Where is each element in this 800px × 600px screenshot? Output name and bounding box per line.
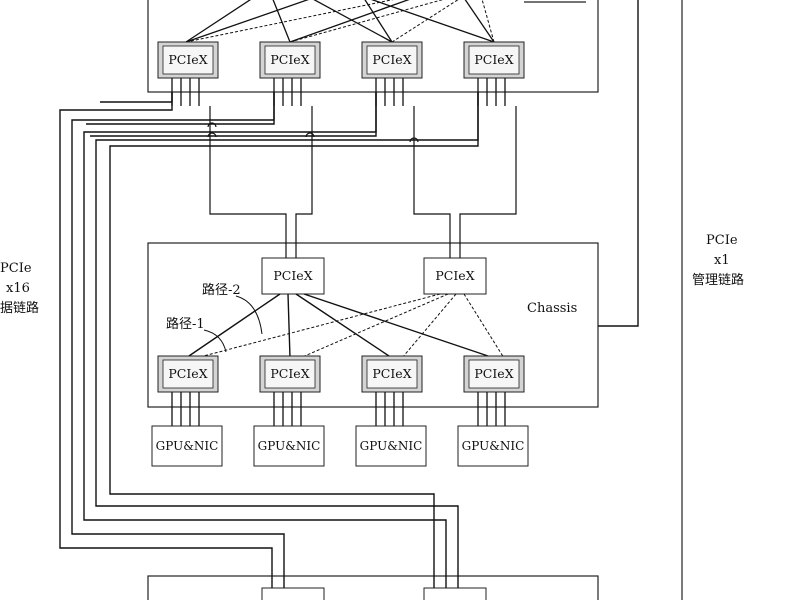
top-mesh-dashed-links (185, 0, 495, 43)
top-switch-2: PCIeX (259, 41, 321, 79)
x1-management-link (598, 0, 639, 327)
middle-switch-1: PCIeX (157, 355, 219, 393)
path-2-label: 路径-2 (202, 282, 241, 298)
top-chassis (147, 0, 599, 93)
left-link-line3: 据链路 (0, 300, 39, 316)
right-link-line3: 管理链路 (692, 272, 744, 288)
switch-label: PCIeX (270, 52, 309, 67)
device-label: GPU&NIC (360, 439, 423, 453)
middle-switch-4: PCIeX (463, 355, 525, 393)
right-link-line1: PCIe (706, 233, 738, 248)
middle-switch-a: PCIeX (261, 257, 325, 295)
path-1-label: 路径-1 (166, 316, 205, 332)
left-link-line2: x16 (6, 281, 30, 296)
uplink-to-middle-switches (209, 106, 517, 260)
middle-mesh-dashed (195, 293, 505, 359)
right-link-line2: x1 (714, 253, 730, 268)
switch-label: PCIeX (474, 52, 513, 67)
switch-label: PCIeX (435, 268, 474, 283)
left-link-line1: PCIe (0, 261, 32, 276)
left-link-label: PCIe x16 据链路 (0, 261, 39, 316)
middle-chassis (147, 242, 599, 408)
device-label: GPU&NIC (156, 439, 219, 453)
switch-label: PCIeX (372, 366, 411, 381)
right-link-label: PCIe x1 管理链路 (692, 233, 744, 288)
switch-label: PCIeX (168, 52, 207, 67)
device-lane-stubs (171, 392, 506, 426)
device-label: GPU&NIC (462, 439, 525, 453)
switch-label: PCIeX (168, 366, 207, 381)
top-switch-4: PCIeX (463, 41, 525, 79)
bottom-switch-b (423, 587, 487, 600)
middle-switch-3: PCIeX (361, 355, 423, 393)
top-switch-1: PCIeX (157, 41, 219, 79)
device-label: GPU&NIC (258, 439, 321, 453)
switch-label: PCIeX (273, 268, 312, 283)
bottom-switch-a (261, 587, 325, 600)
bottom-chassis (147, 575, 599, 600)
middle-mesh-solid (185, 293, 495, 359)
path-2-callout (235, 295, 263, 335)
gpu-nic-4: GPU&NIC (457, 425, 529, 467)
top-mesh-links (185, 0, 495, 43)
gpu-nic-3: GPU&NIC (355, 425, 427, 467)
x16-data-links (59, 92, 479, 588)
gpu-nic-1: GPU&NIC (151, 425, 223, 467)
switch-label: PCIeX (372, 52, 411, 67)
switch-label: PCIeX (474, 366, 513, 381)
chassis-label: Chassis (527, 301, 577, 316)
middle-switch-b: PCIeX (423, 257, 487, 295)
gpu-nic-2: GPU&NIC (253, 425, 325, 467)
switch-label: PCIeX (270, 366, 309, 381)
path-1-callout (203, 329, 227, 353)
top-switch-3: PCIeX (361, 41, 423, 79)
middle-switch-2: PCIeX (259, 355, 321, 393)
